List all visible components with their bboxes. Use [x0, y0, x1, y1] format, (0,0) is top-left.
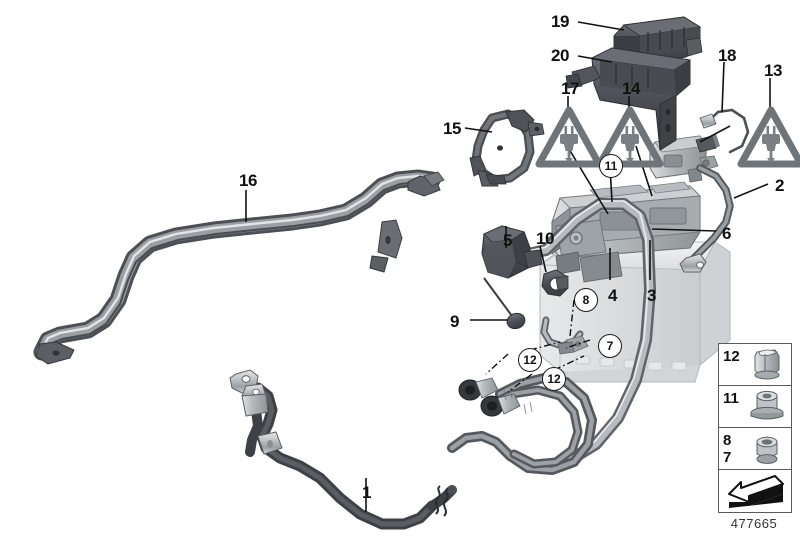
callout-19: 19: [551, 12, 569, 31]
flange-nut-icon: [750, 390, 784, 420]
part-20-cable-rail: [565, 47, 692, 151]
warning-triangle-13: [741, 110, 800, 164]
circled-callout-11: 11: [599, 154, 623, 178]
part-8-loop-bracket: [540, 316, 589, 355]
callout-1: 1: [362, 483, 371, 502]
callout-9: 9: [450, 312, 459, 331]
diagram-part-number: 477665: [730, 516, 778, 531]
break-symbol: [435, 485, 449, 517]
callout-18: 18: [718, 46, 736, 65]
legend-box: 12 11: [718, 343, 792, 513]
part-9-vent-pin: [483, 277, 526, 330]
circled-callout-12b: 12: [542, 367, 566, 391]
legend-number-12: 12: [723, 348, 740, 365]
legend-cell-direction: [719, 470, 791, 514]
circled-callout-8: 8: [574, 288, 598, 312]
callout-10: 10: [536, 229, 554, 248]
part-18-sensor-lead: [695, 108, 750, 154]
warning-triangle-17: [539, 110, 599, 164]
callout-14: 14: [622, 79, 640, 98]
legend-number-8: 8: [723, 432, 732, 449]
callout-4: 4: [608, 286, 617, 305]
part-5-terminal-cover: [481, 225, 543, 279]
part-15-clamp-bracket: [469, 109, 545, 187]
cable-loop-right: [447, 373, 597, 475]
callout-2: 2: [775, 176, 784, 195]
callout-20: 20: [551, 46, 569, 65]
circled-callout-12a: 12: [518, 348, 542, 372]
callout-13: 13: [764, 61, 782, 80]
part-16-cable-duct: [33, 169, 445, 365]
legend-cell-11: 11: [719, 386, 791, 428]
direction-arrow-icon: [728, 475, 784, 508]
callout-17: 17: [561, 79, 579, 98]
callout-16: 16: [239, 171, 257, 190]
part-10-retaining-clip: [541, 269, 569, 297]
callout-15: 15: [443, 119, 461, 138]
grommet-icon: [754, 349, 780, 380]
callout-6: 6: [722, 224, 731, 243]
callout-5: 5: [503, 231, 512, 250]
circled-callout-7: 7: [598, 334, 622, 358]
part-2-positive-cable: [679, 164, 734, 273]
callout-3: 3: [647, 286, 656, 305]
legend-cell-8-7: 8 7: [719, 428, 791, 470]
lock-nut-icon: [756, 436, 778, 464]
legend-cell-12: 12: [719, 344, 791, 386]
part-4-battery-module: [547, 181, 702, 283]
legend-number-11: 11: [723, 390, 739, 407]
legend-number-7: 7: [723, 449, 732, 466]
